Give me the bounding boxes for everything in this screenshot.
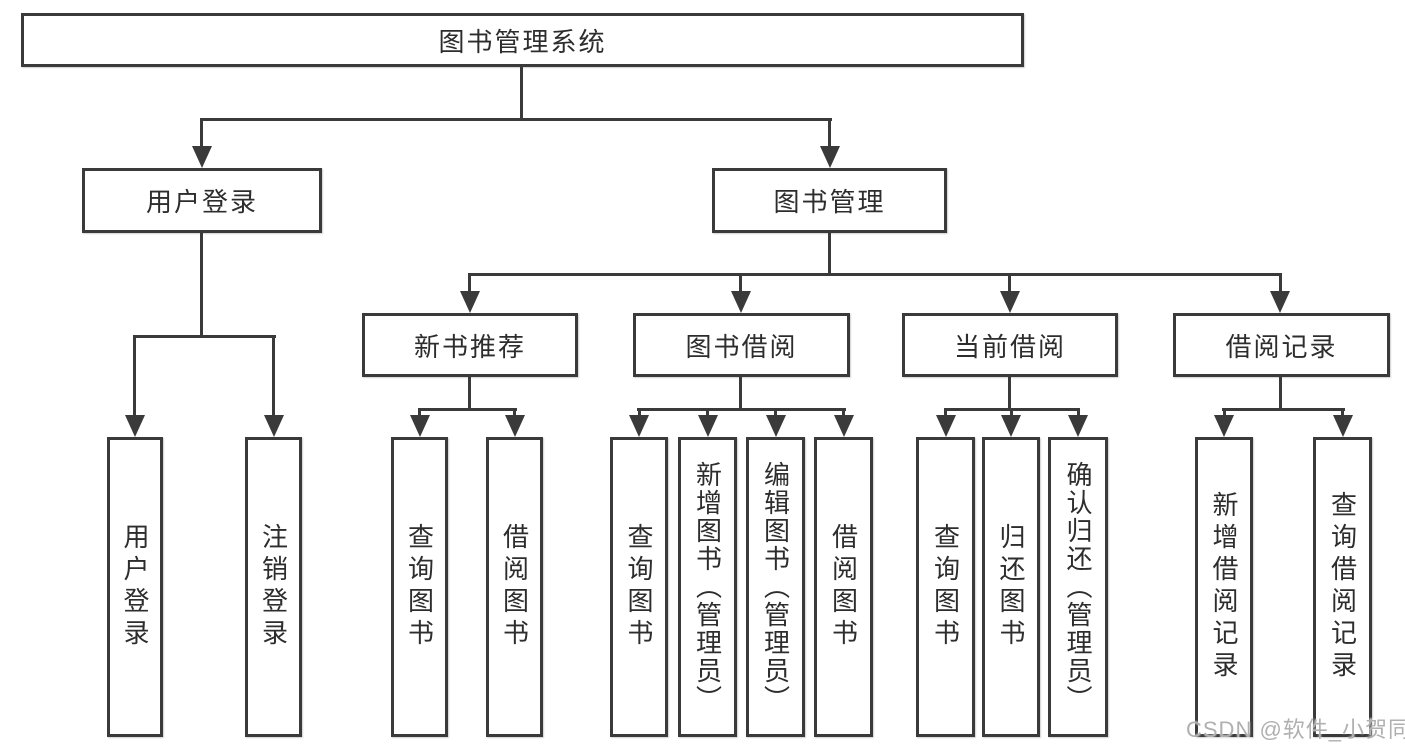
leaf-add-borrow-record-label: 新增借阅记录 — [1209, 491, 1239, 683]
leaf-query-books-2-label: 查询图书 — [624, 523, 654, 651]
leaf-query-books-3: 查询图书 — [916, 437, 975, 737]
leaf-query-books-2: 查询图书 — [610, 437, 668, 737]
leaf-return-books-label: 归还图书 — [996, 523, 1026, 651]
arrowhead-leaf — [834, 415, 854, 437]
node-current-borrow-label: 当前借阅 — [953, 331, 1066, 362]
connector-stub-leaf — [513, 410, 516, 418]
connector-stub-leaf — [842, 410, 845, 418]
connector-stub-leaf — [1077, 410, 1080, 418]
node-new-books-label: 新书推荐 — [413, 331, 526, 362]
connector-borrow-records-stem — [1279, 377, 1282, 410]
connector-current-borrow-split — [944, 408, 1080, 411]
connector-stub-logout-leaf — [272, 337, 275, 417]
leaf-confirm-return-admin: 确认归还（管理员） — [1048, 437, 1108, 737]
connector-new-books-stem — [468, 377, 471, 410]
leaf-query-borrow-record: 查询借阅记录 — [1313, 437, 1372, 737]
arrowhead-user-login — [192, 146, 212, 168]
node-current-borrow: 当前借阅 — [902, 313, 1118, 377]
connector-book-borrow-split — [637, 408, 846, 411]
connector-borrow-records-split — [1222, 408, 1345, 411]
leaf-user-login-label: 用户登录 — [120, 523, 150, 651]
leaf-return-books: 归还图书 — [982, 437, 1040, 737]
node-borrow-records-label: 借阅记录 — [1225, 331, 1338, 362]
connector-stub-leaf — [638, 410, 641, 418]
connector-stub-new-books — [468, 275, 471, 293]
node-book-mgmt-label: 图书管理 — [773, 187, 886, 217]
leaf-edit-books-admin-label: 编辑图书（管理员） — [760, 461, 791, 713]
leaf-add-borrow-record: 新增借阅记录 — [1195, 437, 1253, 737]
node-book-mgmt: 图书管理 — [712, 168, 947, 233]
node-root: 图书管理系统 — [21, 13, 1024, 67]
arrowhead-book-mgmt — [820, 146, 840, 168]
connector-stub-current-borrow — [1008, 275, 1011, 293]
connector-new-books-split — [418, 408, 517, 411]
arrowhead-logout-leaf — [264, 415, 284, 437]
leaf-confirm-return-admin-label: 确认归还（管理员） — [1063, 461, 1093, 713]
connector-stub-leaf — [706, 410, 709, 418]
connector-book-borrow-stem — [739, 377, 742, 410]
leaf-logout: 注销登录 — [245, 437, 302, 737]
watermark-text: CSDN @软件_小贺同学 — [1186, 717, 1405, 742]
arrowhead-login-leaf — [125, 415, 145, 437]
connector-level2-split — [468, 273, 1282, 276]
node-user-login-label: 用户登录 — [145, 187, 258, 217]
connector-level1-split — [200, 118, 832, 121]
leaf-borrow-books-1-label: 借阅图书 — [499, 523, 530, 651]
connector-book-mgmt-stem — [828, 233, 831, 275]
connector-stub-leaf — [1223, 410, 1226, 418]
leaf-add-books-admin: 新增图书（管理员） — [678, 437, 737, 737]
connector-stub-leaf — [1341, 410, 1344, 418]
arrowhead-book-borrow — [731, 291, 751, 313]
connector-user-login-stem — [200, 233, 203, 337]
connector-current-borrow-stem — [1008, 377, 1011, 410]
arrowhead-leaf — [698, 415, 718, 437]
arrowhead-new-books — [460, 291, 480, 313]
leaf-edit-books-admin: 编辑图书（管理员） — [746, 437, 805, 737]
node-user-login: 用户登录 — [82, 168, 322, 233]
arrowhead-leaf — [766, 415, 786, 437]
arrowhead-borrow-records — [1270, 291, 1290, 313]
connector-stub-leaf — [1010, 410, 1013, 418]
leaf-query-books-1-label: 查询图书 — [404, 523, 435, 651]
arrowhead-leaf — [1068, 415, 1088, 437]
arrowhead-current-borrow — [1000, 291, 1020, 313]
connector-stub-borrow-records — [1279, 275, 1282, 293]
arrowhead-leaf — [629, 415, 649, 437]
connector-stub-leaf — [944, 410, 947, 418]
node-book-borrow-label: 图书借阅 — [685, 331, 798, 362]
arrowhead-leaf — [1333, 415, 1353, 437]
leaf-query-borrow-record-label: 查询借阅记录 — [1327, 491, 1358, 683]
connector-user-login-split — [133, 335, 276, 338]
arrowhead-leaf — [1214, 415, 1234, 437]
connector-stub-leaf — [774, 410, 777, 418]
node-root-label: 图书管理系统 — [438, 26, 607, 57]
arrowhead-leaf — [1001, 415, 1021, 437]
node-borrow-records: 借阅记录 — [1173, 313, 1390, 377]
connector-stub-book-borrow — [739, 275, 742, 293]
connector-stub-leaf — [418, 410, 421, 418]
node-book-borrow: 图书借阅 — [633, 313, 850, 377]
leaf-borrow-books-1: 借阅图书 — [486, 437, 543, 737]
connector-root-stem — [520, 65, 523, 120]
arrowhead-leaf — [936, 415, 956, 437]
leaf-borrow-books-2-label: 借阅图书 — [828, 523, 859, 651]
node-new-books: 新书推荐 — [362, 313, 578, 377]
leaf-borrow-books-2: 借阅图书 — [814, 437, 873, 737]
leaf-user-login: 用户登录 — [107, 437, 163, 737]
connector-stub-user-login — [200, 120, 203, 147]
leaf-add-books-admin-label: 新增图书（管理员） — [692, 461, 723, 713]
leaf-query-books-3-label: 查询图书 — [930, 523, 961, 651]
leaf-logout-label: 注销登录 — [258, 523, 289, 651]
arrowhead-leaf — [505, 415, 525, 437]
arrowhead-leaf — [410, 415, 430, 437]
connector-stub-login-leaf — [133, 337, 136, 417]
connector-stub-book-mgmt — [828, 120, 831, 147]
leaf-query-books-1: 查询图书 — [391, 437, 448, 737]
